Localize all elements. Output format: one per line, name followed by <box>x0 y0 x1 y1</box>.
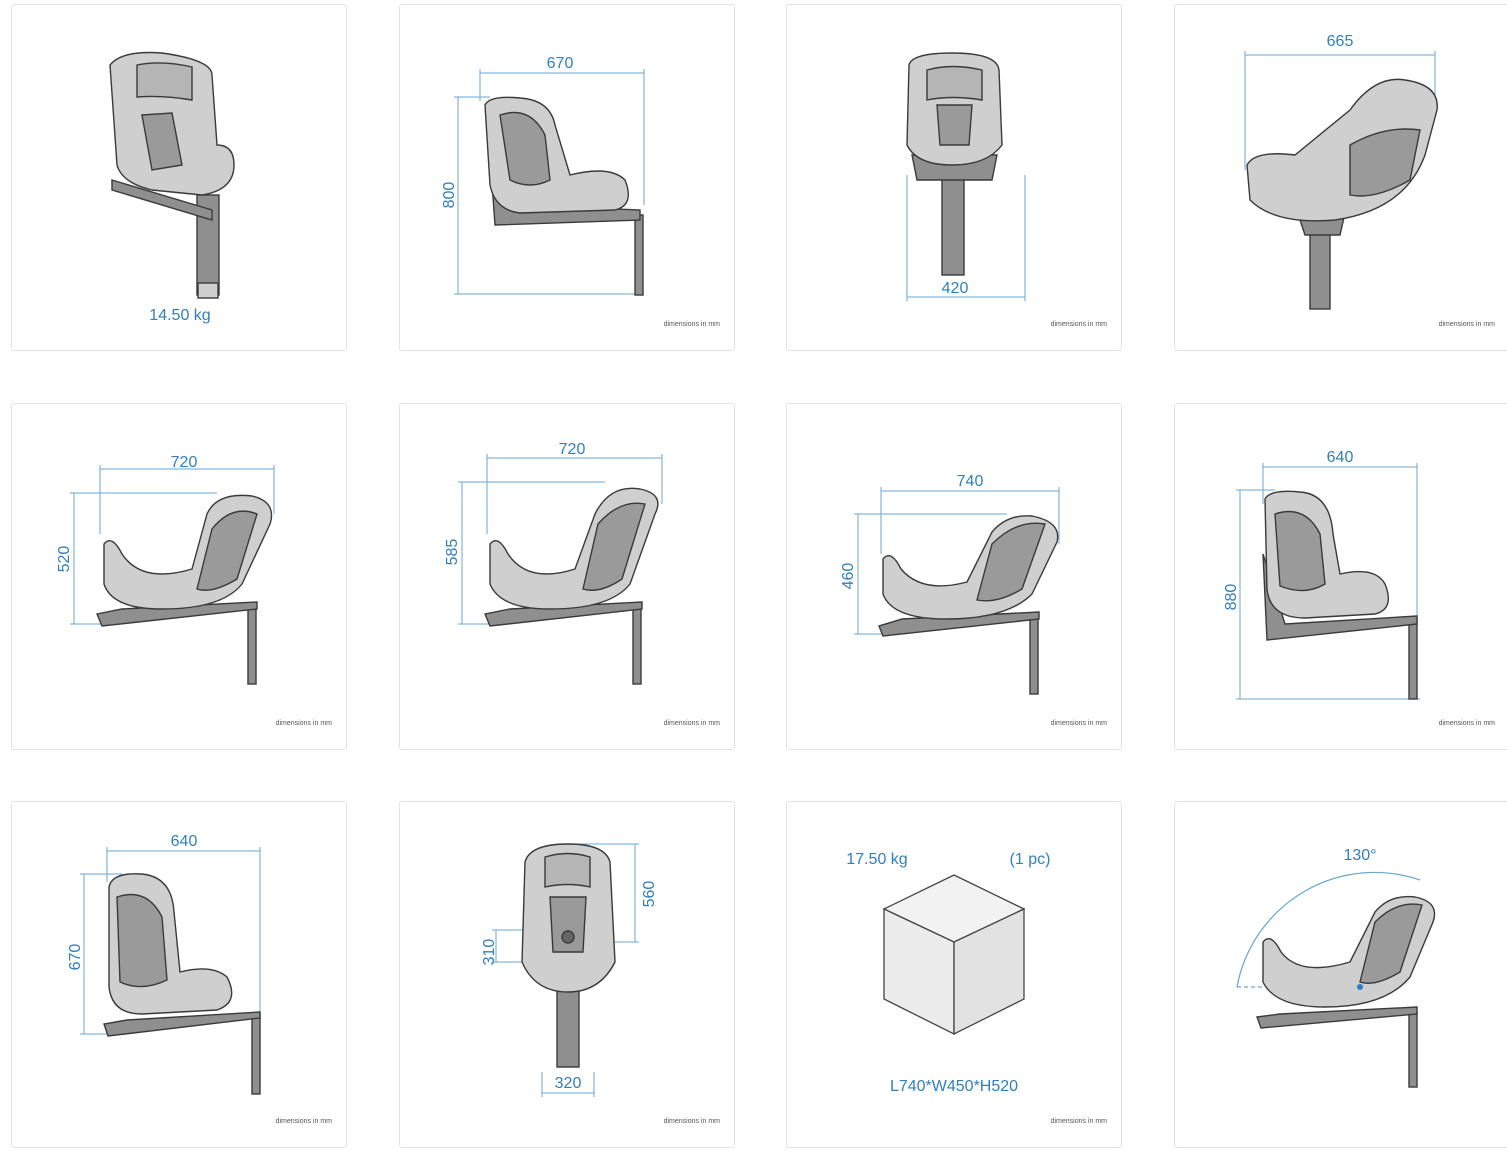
card-side-recline-1: 720 520 dimensions in mm <box>11 403 347 750</box>
dimensions-note: dimensions in mm <box>1050 720 1107 727</box>
card-front-view: 420 dimensions in mm <box>786 4 1122 351</box>
seat-side-rear-facing-illustration: 670 800 <box>441 55 645 296</box>
card-package: 17.50 kg (1 pc) L740*W450*H520 dimension… <box>786 801 1122 1148</box>
card-side-upright: 640 880 dimensions in mm <box>1174 403 1507 750</box>
package-box-illustration: 17.50 kg (1 pc) L740*W450*H520 <box>846 851 1051 1095</box>
dimensions-note: dimensions in mm <box>275 1118 332 1125</box>
height-text: 800 <box>441 182 458 209</box>
card-side-rear-facing: 670 800 dimensions in mm <box>399 4 735 351</box>
card-front-harness: 560 310 320 dimensions in mm <box>399 801 735 1148</box>
package-qty-text: (1 pc) <box>1010 851 1051 868</box>
dimensions-note: dimensions in mm <box>663 720 720 727</box>
height-text: 520 <box>56 546 73 573</box>
width-text: 665 <box>1327 33 1354 50</box>
width-text: 320 <box>555 1075 582 1092</box>
dimensions-note: dimensions in mm <box>1438 321 1495 328</box>
card-side-upright-2: 640 670 dimensions in mm <box>11 801 347 1148</box>
width-text: 420 <box>942 280 969 297</box>
seat-front-view-illustration: 420 <box>906 52 1026 301</box>
dimensions-note: dimensions in mm <box>663 1118 720 1125</box>
seat-side-recline-3-illustration: 740 460 <box>840 473 1060 695</box>
dimensions-note: dimensions in mm <box>275 720 332 727</box>
dimensions-note: dimensions in mm <box>1050 1118 1107 1125</box>
width-text: 720 <box>171 454 198 471</box>
card-side-recline-3: 740 460 dimensions in mm <box>786 403 1122 750</box>
seat-side-recline-1-illustration: 720 520 <box>56 454 275 685</box>
height-text: 670 <box>67 944 84 971</box>
seat-rear-3q-illustration: 665 <box>1244 33 1438 310</box>
dimensions-note: dimensions in mm <box>663 321 720 328</box>
dimensions-note: dimensions in mm <box>1050 321 1107 328</box>
dimensions-note: dimensions in mm <box>1438 720 1495 727</box>
package-weight-text: 17.50 kg <box>846 851 907 868</box>
height-text: 585 <box>444 539 461 566</box>
seat-front-3q-illustration <box>109 51 235 299</box>
width-text: 640 <box>171 833 198 850</box>
angle-text: 130° <box>1343 847 1376 864</box>
package-size-text: L740*W450*H520 <box>890 1078 1018 1095</box>
card-rear-3q: 665 dimensions in mm <box>1174 4 1507 351</box>
seat-side-upright-2-illustration: 640 670 <box>67 833 261 1095</box>
height-top-text: 560 <box>641 881 658 908</box>
width-text: 720 <box>559 441 586 458</box>
width-text: 640 <box>1327 449 1354 466</box>
width-text: 670 <box>547 55 574 72</box>
seat-front-harness-illustration: 560 310 320 <box>481 843 658 1097</box>
height-text: 880 <box>1223 584 1240 611</box>
width-text: 740 <box>957 473 984 490</box>
height-text: 460 <box>840 563 857 590</box>
card-side-recline-2: 720 585 dimensions in mm <box>399 403 735 750</box>
card-recline-angle: 130° <box>1174 801 1507 1148</box>
height-side-text: 310 <box>481 939 498 966</box>
seat-recline-angle-illustration: 130° <box>1236 847 1436 1088</box>
card-front-3q: 14.50 kg <box>11 4 347 351</box>
seat-side-recline-2-illustration: 720 585 <box>444 441 663 685</box>
seat-side-upright-illustration: 640 880 <box>1223 449 1420 700</box>
